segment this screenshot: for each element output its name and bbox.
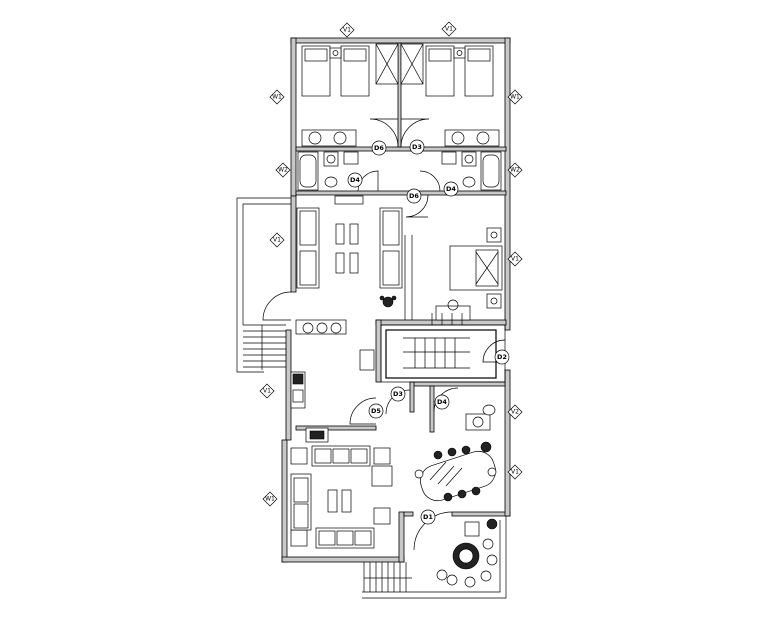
door-tag-d4-bath-left: D4 — [347, 172, 363, 188]
svg-text:V1: V1 — [445, 26, 453, 33]
svg-text:D4: D4 — [350, 176, 360, 184]
window-tag-w1-bedroom-right: W1 — [507, 89, 523, 105]
staircase — [380, 313, 506, 383]
window-tag-w2-bath-right: W2 — [507, 162, 523, 178]
svg-text:V1: V1 — [273, 237, 281, 244]
svg-text:W2: W2 — [278, 167, 288, 174]
door-tag-d2-stair: D2 — [494, 349, 510, 365]
plant-icon — [379, 295, 397, 308]
door-tag-d5-kitchen: D5 — [368, 403, 384, 419]
bedroom-top-right — [400, 43, 500, 147]
window-tag-w1-lounge: W1 — [262, 491, 278, 507]
entry-steps-bottom — [363, 562, 412, 592]
svg-text:D6: D6 — [409, 192, 419, 200]
svg-text:D5: D5 — [371, 407, 381, 415]
door-tag-d6-corridor: D6 — [406, 188, 422, 204]
door-tag-d4-bath-right: D4 — [443, 181, 459, 197]
utility-wc — [433, 387, 496, 431]
svg-text:V1: V1 — [343, 27, 351, 34]
window-tag-v2-utility: V2 — [507, 404, 523, 420]
guest-bedroom — [435, 227, 503, 321]
door-tag-d3-kitchen: D3 — [390, 386, 406, 402]
window-tag-v1-guest: V1 — [507, 251, 523, 267]
svg-text:W2: W2 — [510, 167, 520, 174]
svg-text:D4: D4 — [437, 398, 447, 406]
terrace — [362, 516, 507, 599]
svg-text:V2: V2 — [511, 409, 519, 416]
door-tag-d4-utility: D4 — [434, 394, 450, 410]
window-tag-w1-bedroom-left: W1 — [269, 89, 285, 105]
svg-text:D2: D2 — [497, 353, 507, 361]
svg-text:W1: W1 — [510, 94, 520, 101]
living-room — [296, 195, 413, 320]
window-tag-w2-bath-left: W2 — [275, 162, 291, 178]
plant-icon — [486, 518, 498, 530]
svg-text:D3: D3 — [412, 143, 422, 151]
svg-text:W1: W1 — [265, 496, 275, 503]
bedroom-top-left — [301, 43, 399, 147]
door-tag-d1-entry: D1 — [420, 509, 436, 525]
svg-text:V1: V1 — [511, 256, 519, 263]
entry-steps-left — [243, 324, 286, 370]
door-tag-d3-top-right: D3 — [409, 139, 425, 155]
kitchen — [290, 319, 411, 443]
svg-text:W1: W1 — [272, 94, 282, 101]
window-tag-v1-living: V1 — [269, 232, 285, 248]
dining-area — [413, 441, 497, 551]
plant-icon — [480, 441, 492, 453]
svg-text:D4: D4 — [446, 185, 456, 193]
svg-text:V1: V1 — [263, 388, 271, 395]
svg-text:D1: D1 — [423, 513, 433, 521]
dining-table-hatch — [429, 461, 463, 487]
door-tag-d6-top-left: D6 — [371, 140, 387, 156]
svg-text:D6: D6 — [374, 144, 384, 152]
svg-text:D3: D3 — [393, 390, 403, 398]
bathroom-left — [297, 151, 379, 192]
svg-text:V1: V1 — [511, 469, 519, 476]
left-balcony — [236, 197, 292, 373]
window-tag-v1-top-right: V1 — [441, 21, 457, 37]
bathroom-right — [419, 151, 502, 192]
window-tag-v1-top-left: V1 — [339, 22, 355, 38]
window-tag-v1-kitchen: V1 — [259, 383, 275, 399]
window-tag-v1-dining: V1 — [507, 464, 523, 480]
family-lounge — [290, 445, 393, 549]
